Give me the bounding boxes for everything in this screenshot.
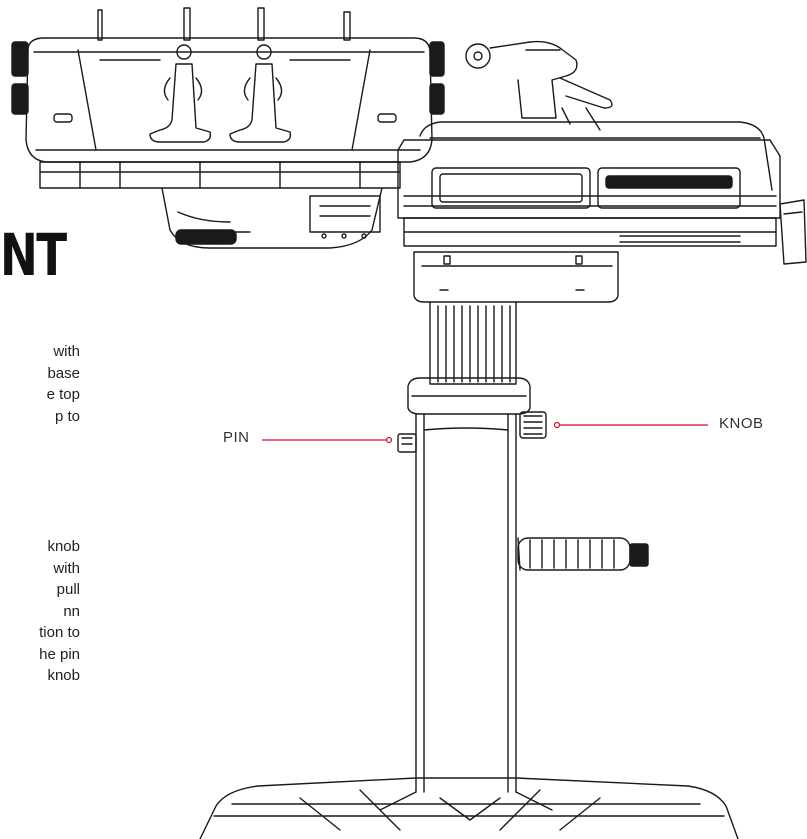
paragraph-line: knob [47, 667, 80, 684]
instruction-paragraph-1: with base e top p to [0, 341, 80, 427]
support-column [407, 301, 531, 793]
knob-callout-label: KNOB [719, 415, 764, 432]
callout-leaders [262, 421, 708, 444]
paragraph-line: he pin [39, 645, 80, 663]
section-heading-fragment: NT [0, 221, 67, 289]
paragraph-line: pull [56, 581, 80, 598]
left-clamp-assembly [11, 7, 445, 189]
tension-head-assembly [397, 121, 807, 303]
pin-callout-label: PIN [223, 429, 250, 446]
string-gripper [465, 40, 613, 131]
paragraph-line: e top [46, 386, 80, 403]
paragraph-line: base [47, 364, 80, 382]
knob-leader-end [553, 421, 561, 429]
paragraph-line: knob [47, 538, 80, 555]
spring-handle [517, 537, 649, 571]
floor-base [199, 777, 739, 839]
locking-pin [397, 433, 417, 453]
paragraph-line: with [53, 559, 80, 577]
paragraph-line: nn [63, 602, 80, 620]
lower-clamp-body [161, 187, 383, 249]
paragraph-line: p to [54, 407, 80, 425]
instruction-paragraph-2: knob with pull nn tion to he pin knob [0, 536, 80, 687]
paragraph-line: tion to [39, 624, 80, 641]
paragraph-line: with [53, 343, 80, 360]
pin-leader-end [385, 436, 393, 444]
height-knob [519, 411, 547, 439]
